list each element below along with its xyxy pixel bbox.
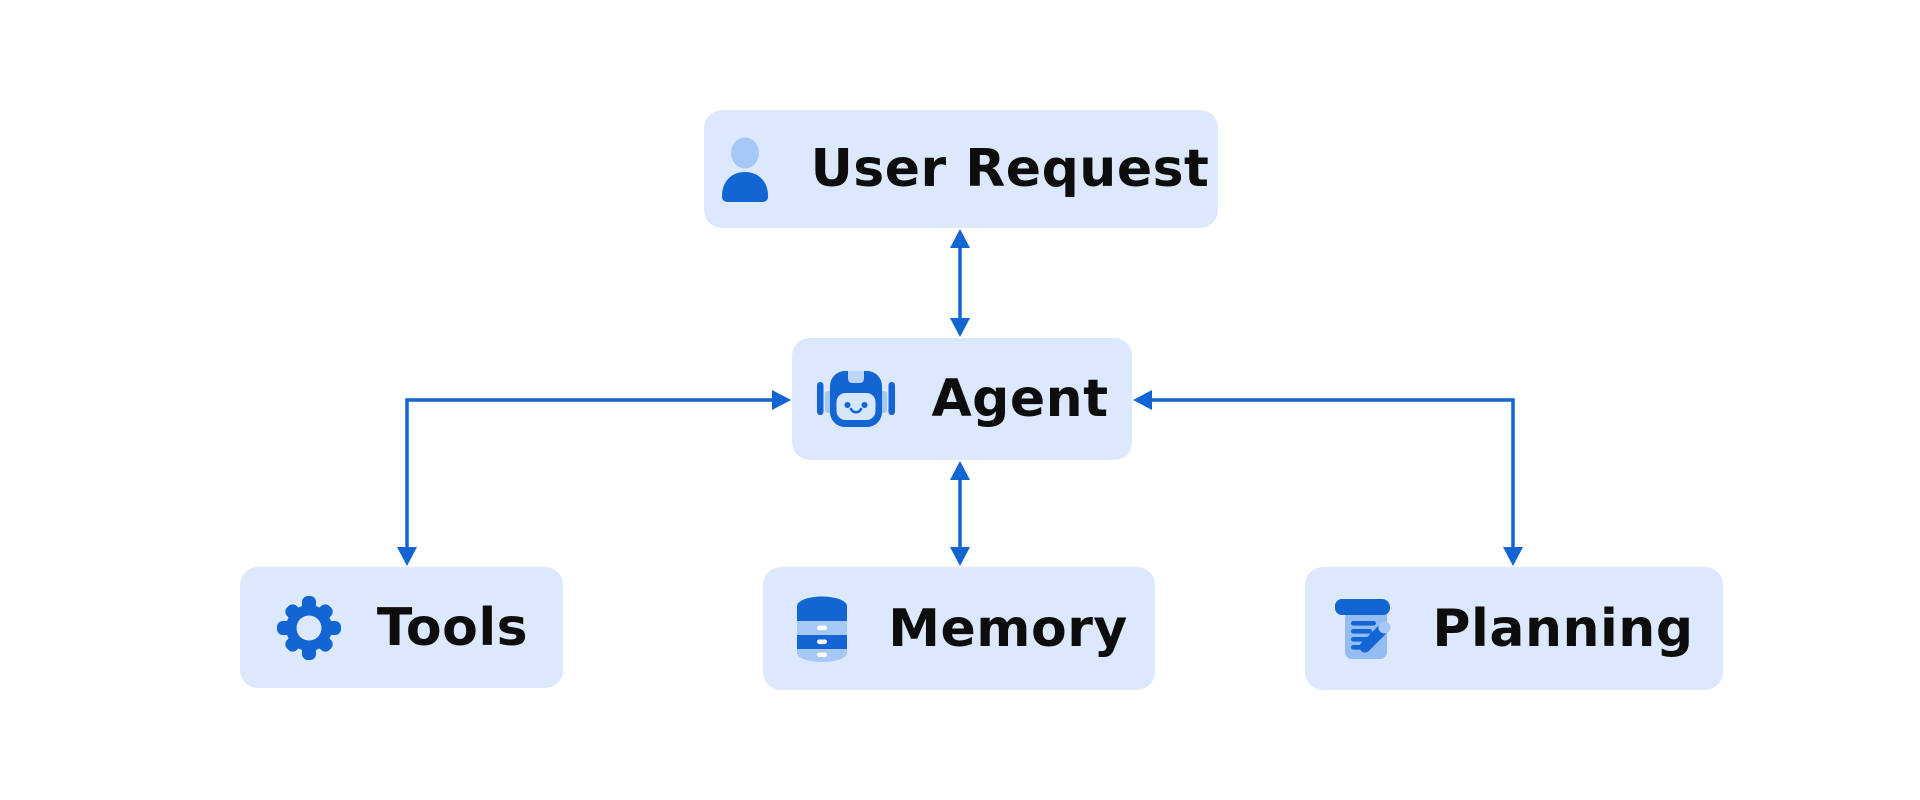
node-planning: Planning <box>1305 567 1723 690</box>
node-agent: Agent <box>792 338 1132 460</box>
node-user-request: User Request <box>704 110 1218 228</box>
connector-agent-planning <box>1133 390 1523 566</box>
node-label: Agent <box>931 369 1109 429</box>
node-label: Memory <box>888 598 1128 659</box>
node-label: Planning <box>1432 598 1694 659</box>
node-tools: Tools <box>240 567 563 688</box>
node-label: User Request <box>810 139 1210 199</box>
robot-icon <box>815 367 897 431</box>
connector-agent-tools <box>397 390 791 566</box>
node-label: Tools <box>376 597 529 658</box>
connector-agent-memory <box>950 461 970 566</box>
node-memory: Memory <box>763 567 1155 690</box>
user-icon <box>713 136 777 202</box>
database-icon <box>790 595 854 663</box>
document-pen-icon <box>1334 595 1398 663</box>
connector-user-request-agent <box>950 229 970 337</box>
gear-icon <box>275 594 343 662</box>
